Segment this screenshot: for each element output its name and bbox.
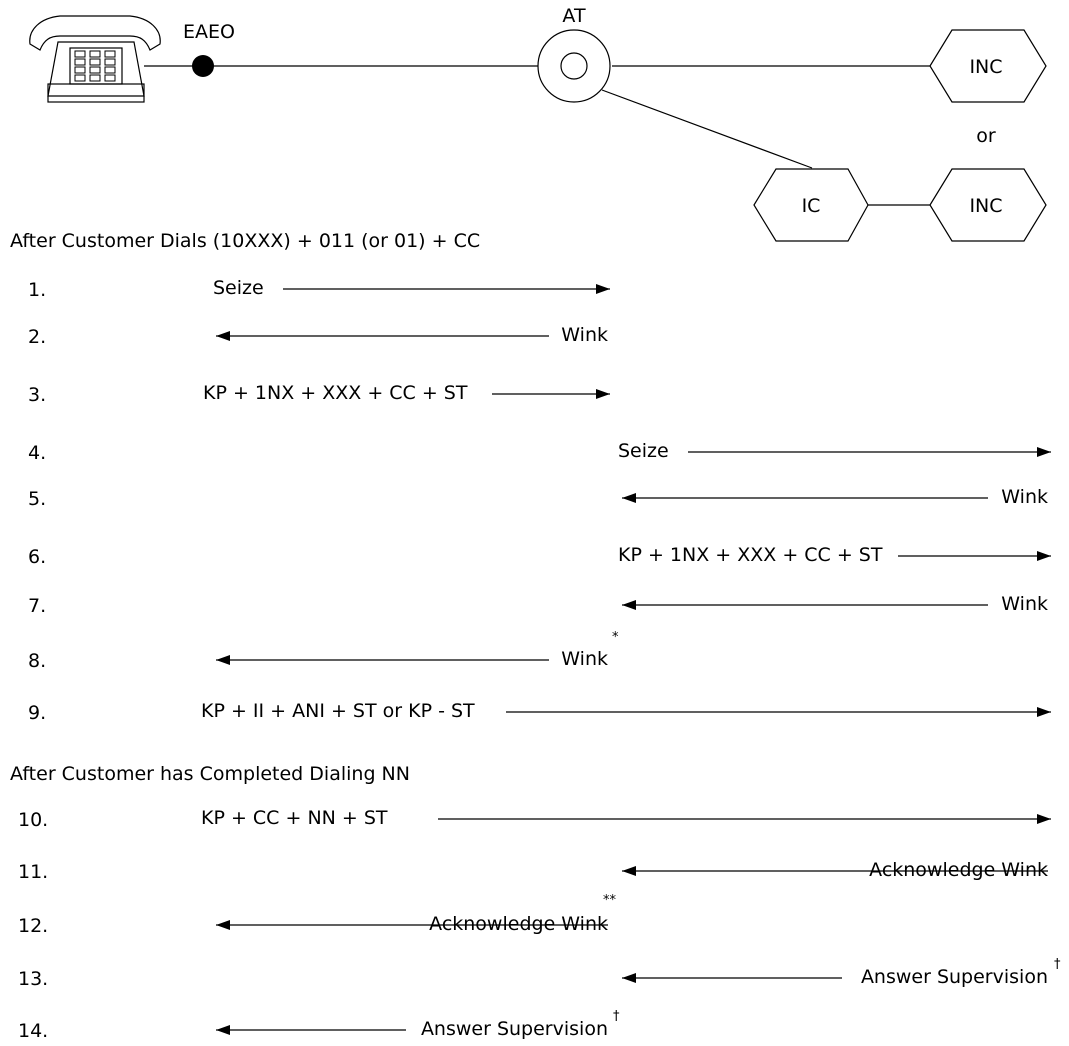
inc-top-node — [929, 29, 1047, 103]
step-number: 10. — [18, 809, 48, 831]
step-label: Wink — [1001, 593, 1048, 615]
step-label: KP + 1NX + XXX + CC + ST — [203, 382, 468, 404]
step-14: 14. Answer Supervision † — [18, 1009, 620, 1042]
step-number: 1. — [28, 279, 46, 301]
step-number: 5. — [28, 488, 46, 510]
step-6: 6. KP + 1NX + XXX + CC + ST — [28, 544, 1051, 568]
step-label: Answer Supervision — [421, 1018, 608, 1040]
step-number: 9. — [28, 702, 46, 724]
inc-top-label: INC — [969, 56, 1002, 78]
step-number: 6. — [28, 546, 46, 568]
eaeo-node — [192, 55, 214, 77]
footnote-mark: † — [613, 1009, 620, 1024]
step-label: Acknowledge Wink — [869, 859, 1048, 881]
arrowhead-right — [596, 284, 610, 294]
arrowhead-left — [216, 1025, 230, 1035]
at-to-ic-line — [601, 89, 813, 169]
step-9: 9. KP + II + ANI + ST or KP - ST — [28, 700, 1051, 724]
step-label: Seize — [213, 277, 264, 299]
step-number: 4. — [28, 442, 46, 464]
inc-bottom-node — [929, 168, 1047, 242]
arrowhead-right — [1037, 551, 1051, 561]
step-13: 13. Answer Supervision † — [18, 957, 1061, 990]
at-node-inner — [560, 52, 588, 80]
step-10: 10. KP + CC + NN + ST — [18, 807, 1051, 831]
step-4: 4. Seize — [28, 440, 1051, 464]
arrowhead-left — [216, 920, 230, 930]
arrowhead-left — [622, 493, 636, 503]
signaling-steps: 1. Seize 2. Wink 3. KP + 1NX + XXX + CC + ST 4… — [18, 277, 1061, 1042]
step-5: 5. Wink — [28, 486, 1048, 510]
step-label: Wink — [561, 324, 608, 346]
step-label: Acknowledge Wink — [429, 913, 608, 935]
arrowhead-left — [622, 973, 636, 983]
footnote-mark: † — [1054, 957, 1061, 972]
step-number: 11. — [18, 861, 48, 883]
step-11: 11. Acknowledge Wink — [18, 859, 1048, 883]
ic-label: IC — [802, 195, 821, 217]
arrowhead-right — [1037, 447, 1051, 457]
or-label: or — [976, 125, 996, 147]
step-label: Seize — [618, 440, 669, 462]
arrowhead-left — [216, 331, 230, 341]
step-3: 3. KP + 1NX + XXX + CC + ST — [28, 382, 610, 406]
arrowhead-right — [596, 389, 610, 399]
network-topology: EAEO AT INC or IC INC — [29, 5, 1047, 242]
step-label: KP + II + ANI + ST or KP - ST — [201, 700, 475, 722]
arrowhead-left — [622, 600, 636, 610]
step-2: 2. Wink — [28, 324, 608, 348]
footnote-mark: ** — [603, 893, 617, 908]
telephone-icon — [29, 15, 161, 103]
step-label: Wink — [1001, 486, 1048, 508]
step-7: 7. Wink — [28, 593, 1048, 617]
step-label: KP + 1NX + XXX + CC + ST — [618, 544, 883, 566]
heading-first: After Customer Dials (10XXX) + 011 (or 0… — [10, 230, 480, 252]
step-1: 1. Seize — [28, 277, 610, 301]
inc-bottom-label: INC — [969, 195, 1002, 217]
footnote-mark: * — [612, 630, 619, 645]
arrowhead-left — [622, 866, 636, 876]
arrowhead-right — [1037, 814, 1051, 824]
step-label: KP + CC + NN + ST — [201, 807, 388, 829]
step-number: 3. — [28, 384, 46, 406]
heading-second: After Customer has Completed Dialing NN — [10, 763, 410, 785]
arrowhead-left — [216, 655, 230, 665]
step-number: 8. — [28, 650, 46, 672]
step-number: 12. — [18, 915, 48, 937]
step-label: Wink — [561, 648, 608, 670]
step-label: Answer Supervision — [861, 966, 1048, 988]
eaeo-label: EAEO — [183, 21, 235, 43]
step-8: 8. Wink * — [28, 630, 619, 672]
step-12: 12. Acknowledge Wink ** — [18, 893, 617, 937]
step-number: 14. — [18, 1020, 48, 1042]
at-label: AT — [562, 5, 586, 27]
step-number: 7. — [28, 595, 46, 617]
ic-node — [753, 168, 869, 242]
step-number: 2. — [28, 326, 46, 348]
step-number: 13. — [18, 968, 48, 990]
arrowhead-right — [1037, 707, 1051, 717]
